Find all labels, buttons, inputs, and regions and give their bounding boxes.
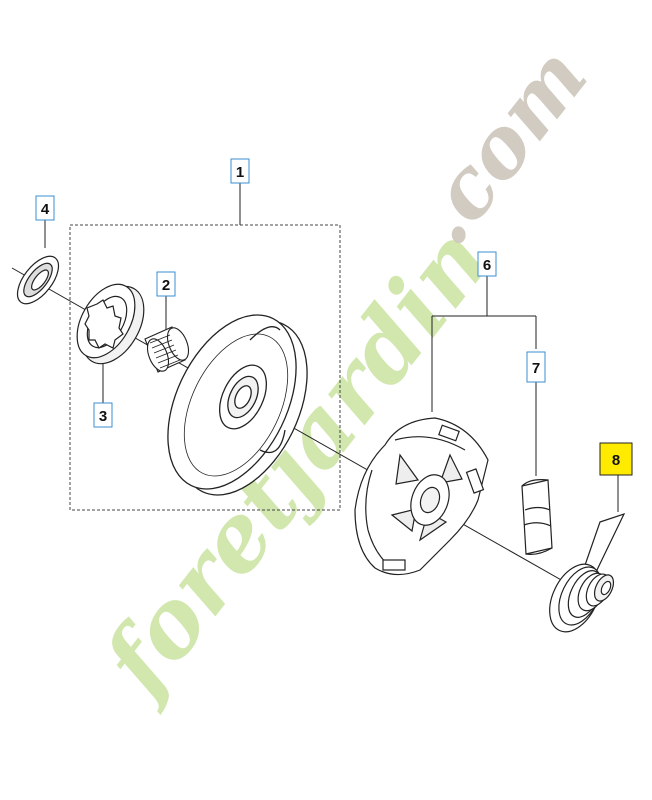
part-washer	[16, 255, 60, 305]
callout-6-label: 6	[483, 257, 491, 274]
callout-4-label: 4	[41, 201, 50, 218]
callout-1[interactable]: 1	[230, 158, 250, 184]
assembly-dashed-box	[69, 224, 341, 511]
part-spring-clip	[521, 479, 553, 555]
callout-1-label: 1	[236, 164, 244, 181]
part-clutch-drum	[167, 314, 308, 496]
callout-2-label: 2	[162, 277, 170, 294]
callout-8-label: 8	[612, 452, 620, 469]
part-clutch-assembly	[354, 417, 489, 576]
callout-7[interactable]: 7	[526, 351, 546, 383]
watermark-suffix-text: .com	[395, 30, 606, 262]
callout-6[interactable]: 6	[477, 251, 497, 277]
part-drive-worm	[549, 512, 626, 633]
callout-8[interactable]: 8	[599, 442, 633, 476]
part-rim-sprocket	[76, 283, 145, 365]
callout-4[interactable]: 4	[35, 195, 55, 221]
callout-2[interactable]: 2	[156, 271, 176, 297]
callout-3-label: 3	[99, 408, 107, 425]
part-needle-bearing	[144, 326, 190, 373]
leader-lines	[44, 183, 619, 512]
callout-7-label: 7	[532, 360, 540, 377]
callout-3[interactable]: 3	[93, 402, 113, 428]
